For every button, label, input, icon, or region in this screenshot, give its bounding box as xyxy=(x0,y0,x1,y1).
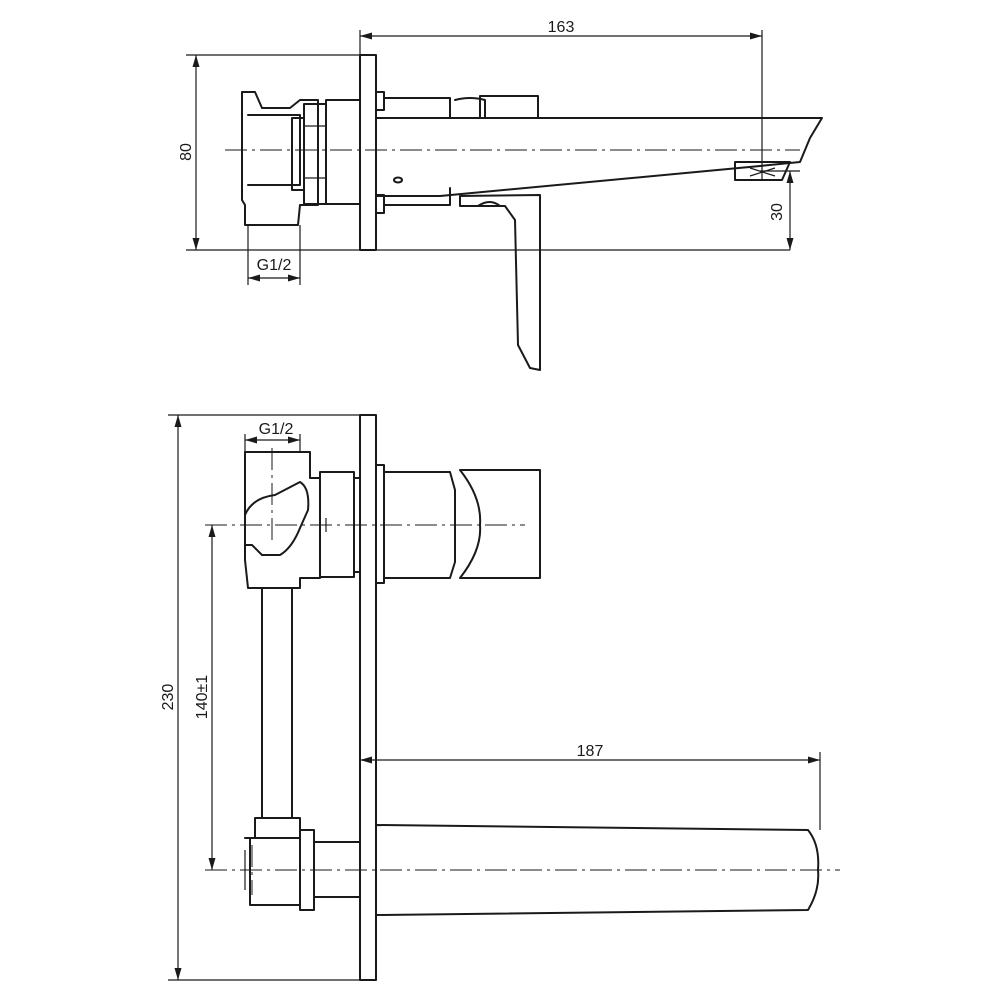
top-spout xyxy=(375,91,823,214)
dim-top-outlet-label: 30 xyxy=(769,203,786,221)
dim-front-height: 230 xyxy=(160,414,360,981)
dim-front-center: 140±1 xyxy=(194,525,216,870)
front-pipe xyxy=(261,587,293,819)
dim-front-spout: 187 xyxy=(359,743,821,830)
dim-top-height-label: 80 xyxy=(178,143,195,161)
dim-top-width-label: 163 xyxy=(548,19,575,36)
dim-front-thread: G1/2 xyxy=(244,421,301,452)
dim-top-outlet-height: 30 xyxy=(760,170,800,250)
top-wall-plate xyxy=(359,54,377,251)
front-valve-body xyxy=(244,451,541,589)
dim-top-thread: G1/2 xyxy=(247,225,301,285)
dim-top-thread-label: G1/2 xyxy=(257,257,292,274)
dim-front-thread-label: G1/2 xyxy=(259,421,294,438)
dim-front-spout-label: 187 xyxy=(577,743,604,760)
top-view: 163 80 30 G1/2 xyxy=(178,19,823,371)
front-wall-plate xyxy=(359,414,377,981)
front-view: 230 140±1 G1/2 187 xyxy=(160,414,840,981)
dim-front-height-label: 230 xyxy=(160,684,177,711)
dim-top-width: 163 xyxy=(359,19,763,180)
top-lever xyxy=(459,194,541,371)
dim-front-center-label: 140±1 xyxy=(194,675,211,719)
front-spout xyxy=(375,824,820,916)
front-elbow xyxy=(244,817,361,911)
top-valve-body xyxy=(241,91,361,226)
dim-top-height: 80 xyxy=(178,54,790,251)
